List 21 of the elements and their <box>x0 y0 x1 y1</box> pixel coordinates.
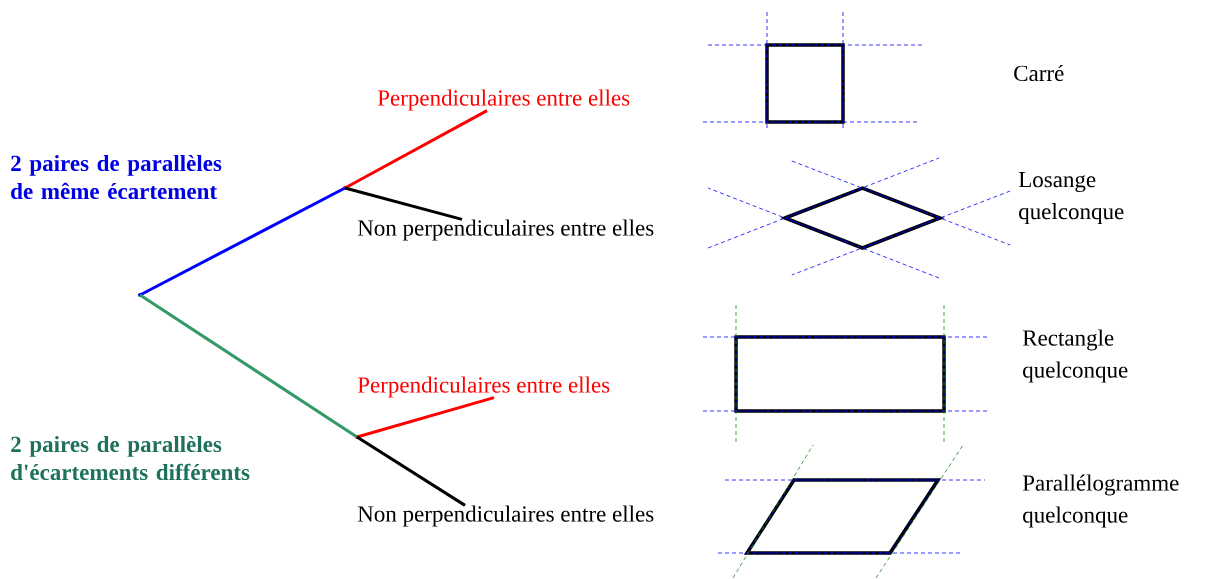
branch-text: Non perpendiculaires entre elles <box>357 505 654 527</box>
branch-line <box>344 109 488 190</box>
branch-text: Perpendiculaires entre elles <box>377 89 630 111</box>
branch-line <box>344 186 463 221</box>
branch-text: Perpendiculaires entre elles <box>357 376 610 398</box>
shape-name: Carré <box>1014 64 1064 82</box>
branch-line <box>139 293 358 439</box>
shape-name: Parallélogramme quelconque <box>1022 474 1179 528</box>
rectangle-drawing <box>734 335 946 413</box>
branch-point <box>355 435 359 439</box>
shape-name: Losange quelconque <box>1018 172 1124 224</box>
square-drawing <box>765 43 845 124</box>
shape-name: Rectangle quelconque <box>1022 329 1128 383</box>
branch-point <box>138 293 142 297</box>
branch-line <box>356 435 466 507</box>
branch-point <box>343 186 347 190</box>
branch-line <box>356 396 495 439</box>
branch-line <box>139 186 346 297</box>
branch-text: Non perpendiculaires entre elles <box>357 219 654 241</box>
branch-label: 2 paires de parallèles de même écartement <box>11 154 222 200</box>
branch-label: 2 paires de parallèles d'écartements différents <box>11 435 250 481</box>
